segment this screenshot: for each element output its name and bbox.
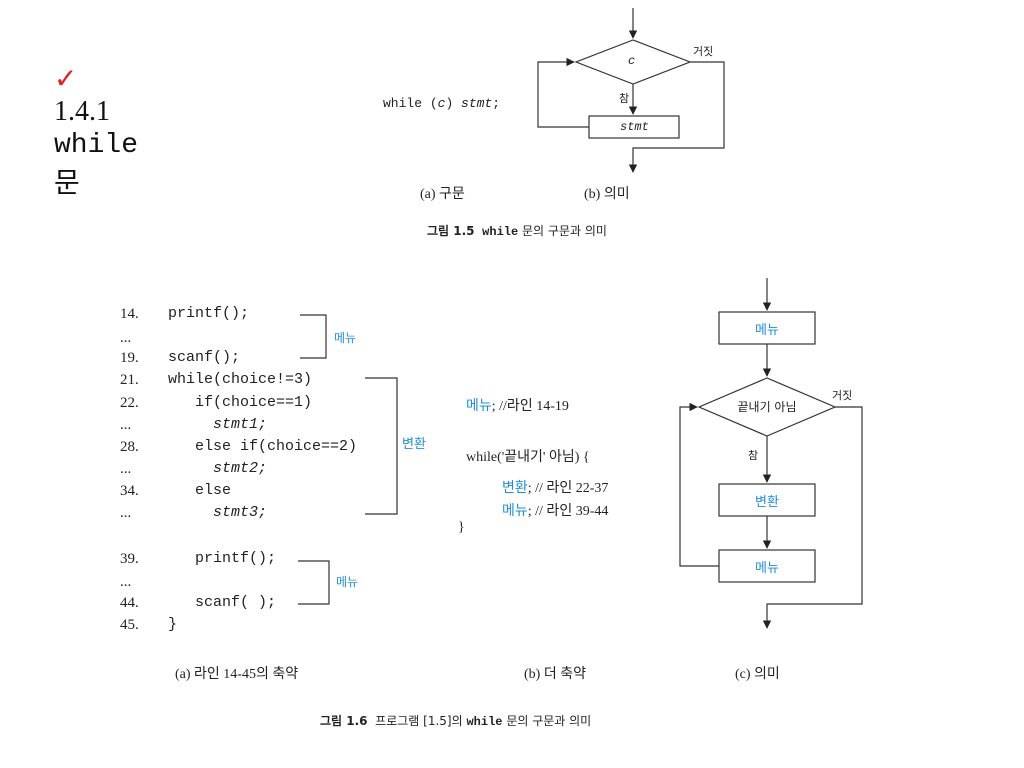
stmt-label: stmt <box>620 120 649 134</box>
true-label: 참 <box>619 92 630 105</box>
syntax-condition: c <box>437 96 446 111</box>
flow-menu-top: 메뉴 <box>755 323 779 338</box>
code-line: stmt1; <box>168 416 268 433</box>
code-line-number: ... <box>120 505 132 521</box>
code-line-number: ... <box>120 417 132 433</box>
title-number: 1.4.1 <box>54 96 110 127</box>
code-line: stmt2; <box>168 460 268 477</box>
checkmark-icon: ✓ <box>54 64 78 95</box>
brace-label-menu2: 메뉴 <box>336 575 359 589</box>
code-line-number: 14. <box>120 306 139 322</box>
code-line-number: ... <box>120 574 132 590</box>
b-line4-comment: ; // 라인 39-44 <box>527 504 609 519</box>
syntax-keyword: while <box>383 96 423 111</box>
code-line-number: 19. <box>120 350 139 366</box>
caption-prefix: 그림 1.6 <box>320 714 368 728</box>
code-line: printf(); <box>168 305 250 322</box>
condition-label: c <box>628 54 636 68</box>
title-suffix: 문 <box>54 168 80 199</box>
caption-program: 프로그램 [1.5]의 <box>375 714 463 728</box>
caption-text: 문의 구문과 의미 <box>506 714 592 728</box>
syntax-semicolon: ; <box>492 96 501 111</box>
code-line: } <box>168 616 178 633</box>
code-line-number: 44. <box>120 595 139 611</box>
caption-prefix: 그림 1.5 <box>427 224 475 238</box>
b-line1-comment: ; //라인 14-19 <box>491 399 569 414</box>
false-label: 거짓 <box>693 45 714 58</box>
flow-diamond-label: 끝내기 아님 <box>737 400 797 414</box>
fig6-sub-c: (c) 의미 <box>735 667 780 682</box>
syntax-stmt: stmt <box>461 96 493 111</box>
code-line: else <box>168 482 232 499</box>
code-line: stmt3; <box>168 504 268 521</box>
code-line-number: 34. <box>120 483 139 499</box>
code-line-number: 39. <box>120 551 139 567</box>
fig5-sub-b: (b) 의미 <box>584 187 630 202</box>
code-line-number: ... <box>120 330 132 346</box>
code-line: while(choice!=3) <box>168 371 313 388</box>
b-line-4: 메뉴; // 라인 39-44 <box>502 500 608 520</box>
fig6-sub-b: (b) 더 축약 <box>524 667 586 682</box>
code-line: printf(); <box>168 550 277 567</box>
code-line-number: 45. <box>120 617 139 633</box>
b-line-3: 변환; // 라인 22-37 <box>502 477 608 497</box>
code-line: else if(choice==2) <box>168 438 358 455</box>
b-line-2: while('끝내기' 아님) { <box>466 450 590 465</box>
slide-title: ✓ 1.4.1 while 문 <box>40 30 138 201</box>
code-line-number: 28. <box>120 439 139 455</box>
b-line3-keyword: 변환 <box>502 481 528 496</box>
code-line-number: ... <box>120 461 132 477</box>
brace-label-convert: 변환 <box>402 437 426 452</box>
flow-true-label: 참 <box>748 449 759 462</box>
b-line1-keyword: 메뉴 <box>466 399 492 414</box>
fig6-caption: 그림 1.6 프로그램 [1.5]의 while 문의 구문과 의미 <box>320 712 591 729</box>
code-line: if(choice==1) <box>168 394 313 411</box>
code-line: scanf(); <box>168 349 241 366</box>
code-line-number: 21. <box>120 372 139 388</box>
fig5-sub-a: (a) 구문 <box>420 187 465 202</box>
b-line4-keyword: 메뉴 <box>502 504 528 519</box>
brace-label-menu1: 메뉴 <box>334 331 357 345</box>
while-syntax: while (c) stmt; <box>383 96 501 111</box>
b-line-5: } <box>458 520 465 535</box>
caption-keyword: while <box>466 715 503 729</box>
b-line3-comment: ; // 라인 22-37 <box>527 481 609 496</box>
title-keyword: while <box>54 130 139 161</box>
fig5-caption: 그림 1.5 while 문의 구문과 의미 <box>427 222 607 239</box>
flow-convert: 변환 <box>755 495 779 510</box>
fig6-sub-a: (a) 라인 14-45의 축약 <box>175 667 299 682</box>
flow-false-label: 거짓 <box>832 389 853 402</box>
flow-menu-bottom: 메뉴 <box>755 561 779 576</box>
caption-text: 문의 구문과 의미 <box>522 224 607 238</box>
b-line-1: 메뉴; //라인 14-19 <box>466 395 569 415</box>
caption-keyword: while <box>482 225 519 239</box>
code-line-number: 22. <box>120 395 139 411</box>
code-line: scanf( ); <box>168 594 277 611</box>
